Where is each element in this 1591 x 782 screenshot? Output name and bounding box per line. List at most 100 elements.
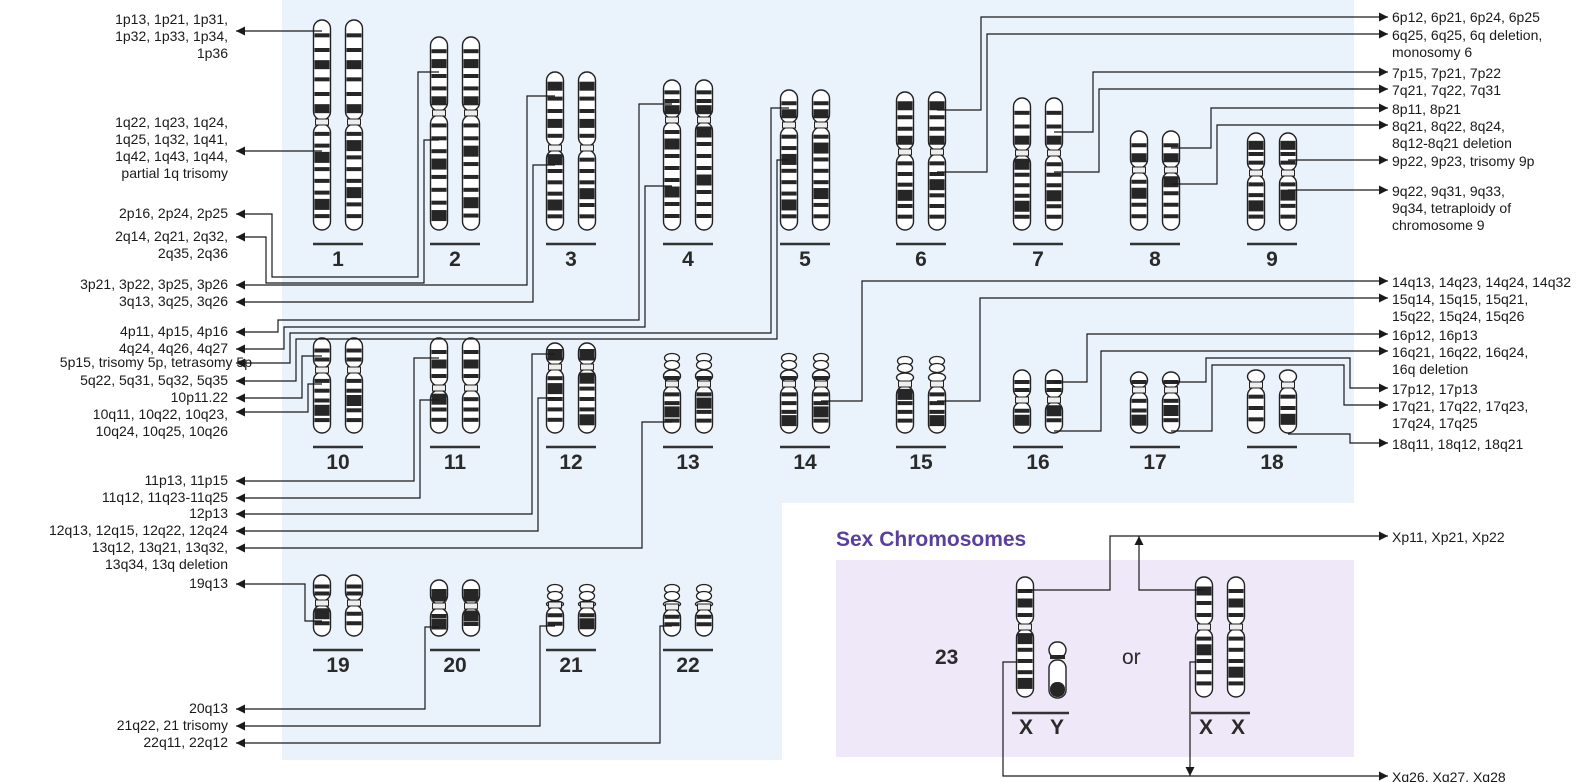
chromatid bbox=[895, 355, 915, 434]
band bbox=[1196, 644, 1212, 656]
band bbox=[929, 214, 945, 219]
label-10q: 10q11, 10q22, 10q23,10q24, 10q25, 10q26 bbox=[93, 406, 228, 439]
band bbox=[813, 214, 829, 219]
band bbox=[346, 48, 362, 52]
leader-3p bbox=[236, 95, 555, 290]
band bbox=[813, 134, 829, 139]
band bbox=[314, 214, 330, 219]
band bbox=[346, 388, 362, 393]
centromere bbox=[1015, 396, 1029, 404]
band bbox=[314, 48, 330, 52]
band bbox=[1017, 647, 1033, 652]
centromere bbox=[1281, 169, 1295, 177]
centromere bbox=[548, 363, 562, 371]
y-chromosome bbox=[1048, 641, 1067, 699]
band bbox=[813, 392, 829, 397]
centromere bbox=[665, 380, 679, 388]
band bbox=[897, 388, 913, 400]
band bbox=[463, 96, 479, 106]
label-1p: 1p13, 1p21, 1p31,1p32, 1p33, 1p34,1p36 bbox=[115, 11, 228, 61]
band bbox=[1017, 613, 1033, 617]
band bbox=[463, 397, 479, 402]
band bbox=[1248, 193, 1264, 198]
band bbox=[463, 187, 479, 192]
band bbox=[1280, 152, 1296, 156]
band bbox=[897, 189, 913, 201]
band bbox=[547, 199, 563, 211]
band bbox=[1131, 214, 1147, 219]
chromatid bbox=[1278, 132, 1298, 231]
band bbox=[664, 130, 680, 134]
band bbox=[431, 407, 447, 412]
band bbox=[314, 418, 330, 423]
band bbox=[897, 214, 913, 219]
band bbox=[1163, 214, 1179, 219]
band bbox=[314, 404, 330, 416]
p-arm bbox=[344, 337, 364, 369]
leader-16p bbox=[1054, 329, 1388, 383]
band bbox=[813, 168, 829, 173]
band bbox=[1046, 214, 1062, 219]
chromosome-5: 5 bbox=[779, 89, 831, 271]
chromatid bbox=[927, 355, 947, 434]
chromosome-number-12: 12 bbox=[559, 451, 582, 474]
band bbox=[346, 104, 362, 114]
band bbox=[547, 397, 563, 401]
centromere bbox=[347, 366, 361, 374]
band bbox=[579, 133, 595, 138]
chromosome-14: 14 bbox=[779, 352, 831, 474]
band bbox=[463, 350, 479, 354]
band bbox=[346, 202, 362, 207]
band bbox=[1131, 398, 1147, 403]
chromosome-4: 4 bbox=[662, 79, 714, 271]
centromere bbox=[1047, 396, 1061, 404]
band bbox=[696, 90, 712, 95]
leader-8p bbox=[1171, 103, 1388, 149]
band bbox=[813, 101, 829, 106]
band bbox=[1280, 160, 1296, 165]
leader-3q bbox=[236, 164, 555, 307]
band bbox=[813, 109, 829, 119]
chromatid bbox=[694, 583, 714, 637]
band bbox=[664, 214, 680, 218]
band bbox=[579, 618, 595, 630]
band bbox=[346, 77, 362, 82]
q-arm bbox=[344, 604, 364, 637]
label-11p: 11p13, 11p15 bbox=[144, 472, 228, 488]
band bbox=[897, 126, 913, 131]
band bbox=[1163, 143, 1179, 148]
centromere bbox=[347, 599, 361, 607]
label-9p: 9p22, 9p23, trisomy 9p bbox=[1392, 153, 1535, 169]
leader-15q bbox=[937, 293, 1388, 402]
band bbox=[346, 348, 362, 353]
leader-lines-layer bbox=[236, 12, 1388, 781]
band bbox=[431, 174, 447, 179]
label-5q: 5q22, 5q31, 5q32, 5q35 bbox=[80, 372, 228, 388]
centromere bbox=[1164, 386, 1178, 394]
band bbox=[314, 143, 330, 148]
band bbox=[696, 154, 712, 158]
band bbox=[579, 613, 595, 618]
chromatid bbox=[1161, 371, 1181, 434]
band bbox=[696, 397, 712, 409]
band bbox=[579, 118, 595, 128]
label-4p: 4p11, 4p15, 4p16 bbox=[120, 323, 228, 339]
band bbox=[463, 145, 479, 157]
band bbox=[1131, 153, 1147, 163]
chromatid bbox=[461, 579, 481, 637]
band bbox=[929, 401, 945, 406]
band bbox=[1196, 613, 1212, 617]
chromosome-23-number: 23 bbox=[935, 646, 958, 669]
chromatid bbox=[694, 352, 714, 434]
chromosome-8: 8 bbox=[1129, 130, 1181, 271]
chromatid bbox=[779, 352, 799, 434]
leader-2p bbox=[236, 71, 439, 278]
band bbox=[1248, 417, 1264, 422]
chromosome-number-18: 18 bbox=[1260, 451, 1284, 474]
band bbox=[929, 101, 945, 111]
centromere bbox=[315, 599, 329, 607]
band bbox=[781, 199, 797, 211]
chromatid bbox=[545, 71, 565, 231]
p-arm bbox=[1161, 130, 1181, 169]
